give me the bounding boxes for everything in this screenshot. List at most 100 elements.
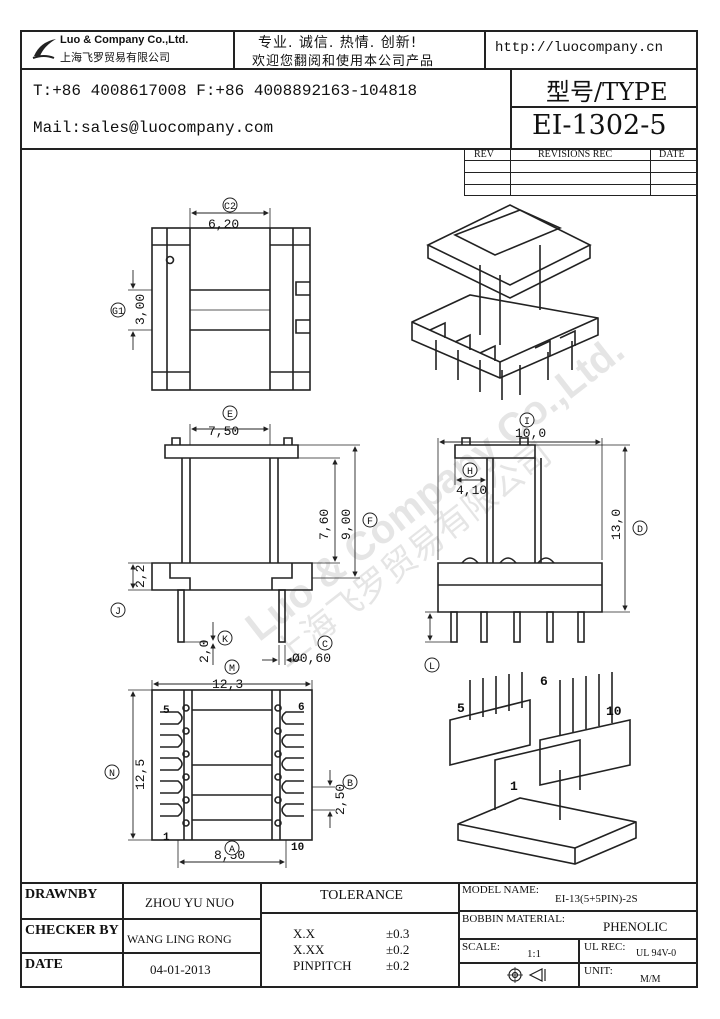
badge-i: I — [519, 412, 535, 428]
dim-i: 10,0 — [515, 426, 546, 441]
badge-k: K — [217, 630, 233, 646]
top-view — [151, 227, 311, 391]
svg-text:E: E — [227, 410, 233, 421]
dim-b: 2,50 — [333, 784, 348, 815]
badge-b: B — [342, 774, 358, 790]
pin-label-6: 6 — [298, 702, 305, 714]
projection-symbol-icon — [507, 967, 546, 983]
dim-h-inner: 7,60 — [317, 509, 332, 540]
title-block-col-rule — [458, 882, 460, 988]
title-block-row-rule — [260, 912, 458, 914]
badge-n: N — [104, 764, 120, 780]
tolerance-label: TOLERANCE — [320, 888, 403, 903]
dim-h: 4,10 — [456, 483, 487, 498]
phone-fax: T:+86 4008617008 F:+86 4008892163-104818 — [33, 82, 418, 100]
badge-e: E — [222, 405, 238, 421]
iso-pin-label-6: 6 — [540, 674, 548, 689]
title-block-row-rule — [20, 918, 260, 920]
bobbin-value: PHENOLIC — [603, 919, 668, 934]
slogan-line2: 欢迎您翻阅和使用本公司产品 — [252, 54, 435, 69]
badge-g1: G1 — [110, 302, 126, 318]
email-link[interactable]: Mail:sales@luocompany.com — [33, 119, 274, 137]
svg-text:A: A — [229, 845, 235, 856]
model-name-label: MODEL NAME: — [462, 884, 539, 896]
watermark: Luo & Company Co.,Ltd. 上海飞罗贸易有限公司 — [238, 328, 633, 675]
svg-text:N: N — [109, 769, 115, 780]
revisions-col-rule — [510, 148, 511, 196]
iso-pin-label-5: 5 — [457, 701, 465, 716]
badge-h: H — [462, 462, 478, 478]
dim-n: 12,5 — [133, 759, 148, 790]
title-block-col-rule — [260, 882, 262, 988]
badge-j: J — [110, 602, 126, 618]
title-block-row-rule — [20, 952, 260, 954]
svg-text:I: I — [524, 417, 530, 428]
dim-c: Ø0,60 — [292, 651, 331, 666]
scale-label: SCALE: — [462, 941, 500, 953]
date-label: DATE — [25, 957, 63, 972]
tol-row-value: ±0.3 — [386, 926, 410, 941]
revisions-row-rule — [464, 172, 698, 173]
dim-d: 13,0 — [609, 509, 624, 540]
header-divider — [484, 30, 486, 68]
revisions-col-date: DATE — [659, 149, 685, 160]
svg-text:F: F — [367, 517, 373, 528]
dim-g1: 3,00 — [133, 294, 148, 325]
side-view — [437, 437, 603, 643]
model-name-value: EI-13(5+5PIN)-2S — [555, 893, 638, 905]
tol-row-name: X.XX — [293, 942, 325, 957]
website-link[interactable]: http://luocompany.cn — [495, 40, 664, 56]
pin-label-5: 5 — [163, 705, 170, 717]
dim-k: 2,0 — [197, 640, 212, 663]
dim-j: 2,2 — [133, 565, 148, 588]
dim-m: 12,3 — [212, 677, 243, 692]
type-label: 型号/TYPE — [546, 78, 668, 106]
revisions-row-rule — [464, 184, 698, 185]
scale-value: 1:1 — [527, 948, 542, 960]
svg-text:C: C — [322, 640, 328, 651]
title-block-col-rule — [578, 938, 580, 988]
model-number: EI-1302-5 — [532, 110, 667, 141]
drawnby-value: ZHOU YU NUO — [145, 895, 235, 910]
title-block-top-rule — [20, 882, 698, 884]
header-bottom-rule — [20, 148, 698, 150]
tol-row-name: X.X — [293, 926, 316, 941]
revisions-col-rec: REVISIONS REC — [538, 149, 613, 160]
tol-row-name: PINPITCH — [293, 958, 352, 973]
dim-f: 9,00 — [339, 509, 354, 540]
isometric-view-top — [411, 204, 599, 400]
pin-label-1: 1 — [163, 832, 170, 844]
iso-pin-label-10: 10 — [606, 704, 622, 719]
header-rule — [20, 68, 698, 70]
ul-label: UL REC: — [584, 941, 626, 953]
bottom-view — [151, 689, 313, 841]
title-block-col-rule — [122, 882, 124, 988]
company-name-cn: 上海飞罗贸易有限公司 — [60, 51, 170, 64]
drawnby-label: DRAWNBY — [25, 887, 98, 902]
unit-label: UNIT: — [584, 965, 613, 977]
revisions-col-rule — [650, 148, 651, 196]
watermark-en: Luo & Company Co.,Ltd. — [238, 328, 633, 650]
date-value: 04-01-2013 — [150, 962, 211, 977]
badge-c: C — [317, 635, 333, 651]
company-name-en: Luo & Company Co.,Ltd. — [60, 34, 189, 46]
title-block-row-rule — [458, 910, 698, 912]
checker-label: CHECKER BY — [25, 923, 119, 938]
slogan-line1: 专业. 诚信. 热情. 创新! — [258, 35, 418, 51]
badge-a: A — [224, 840, 240, 856]
checker-value: WANG LING RONG — [127, 932, 232, 946]
svg-text:C2: C2 — [224, 202, 236, 213]
svg-text:J: J — [115, 607, 121, 618]
svg-text:K: K — [222, 635, 228, 646]
iso-pin-label-1: 1 — [510, 779, 518, 794]
svg-text:D: D — [637, 525, 643, 536]
svg-text:H: H — [467, 467, 473, 478]
watermark-cn: 上海飞罗贸易有限公司 — [267, 434, 560, 675]
bobbin-label: BOBBIN MATERIAL: — [462, 913, 565, 925]
svg-text:B: B — [347, 779, 353, 790]
revisions-header-rule — [464, 160, 698, 161]
unit-value: M/M — [640, 974, 661, 985]
svg-text:M: M — [229, 664, 235, 675]
revisions-col-rev: REV — [474, 149, 494, 160]
